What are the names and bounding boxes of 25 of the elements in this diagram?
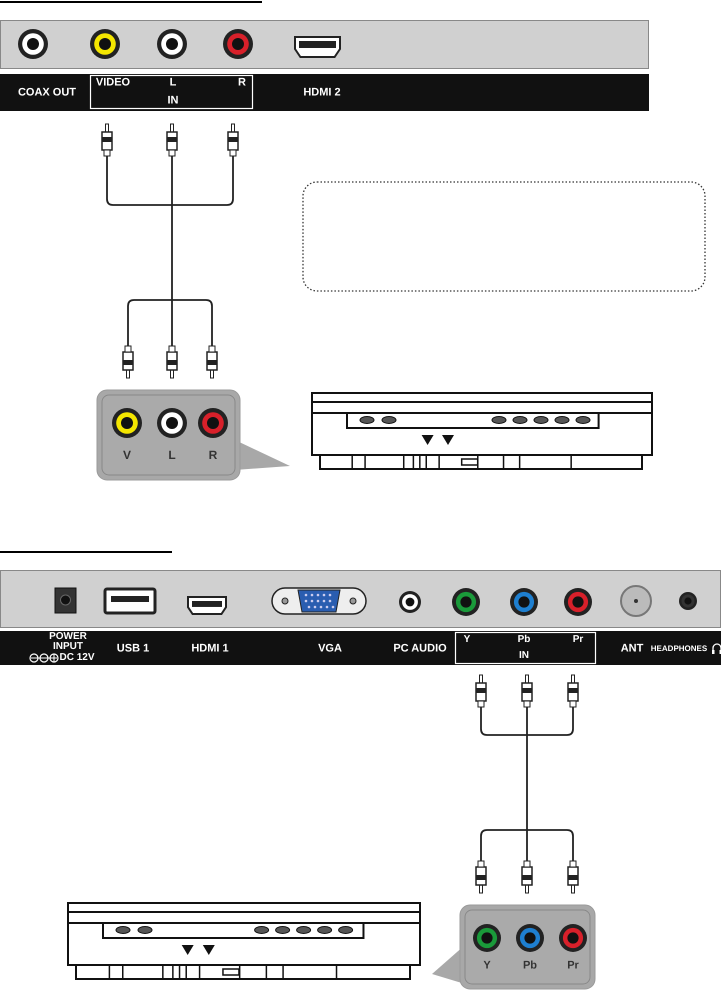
port-label: VGA <box>318 644 342 654</box>
group-label: IN <box>519 651 529 661</box>
jack-label: L <box>168 449 176 461</box>
group-label: IN <box>168 96 178 106</box>
port-label: HDMI 1 <box>191 644 229 654</box>
port-label: L <box>170 78 176 88</box>
jack-label: Pb <box>522 960 538 972</box>
port-label: Y <box>464 635 470 645</box>
port-label: R <box>238 78 246 88</box>
port-label: USB 1 <box>116 644 150 654</box>
jack-label: Pr <box>567 960 579 972</box>
port-label: INPUT <box>53 642 83 652</box>
port-label: VIDEO <box>96 78 130 88</box>
voltage-label: DC 12V <box>60 653 94 663</box>
jack-label: Y <box>483 960 491 972</box>
port-label: Pr <box>572 635 584 645</box>
port-label: POWER <box>49 632 87 642</box>
port-label: HDMI 2 <box>303 88 341 98</box>
jack-label: R <box>208 449 218 461</box>
jack-label: V <box>123 449 131 461</box>
port-label: HEADPHONES <box>650 645 708 653</box>
port-label: ANT <box>620 644 644 654</box>
port-label: PC AUDIO <box>393 644 447 654</box>
port-label: COAX OUT <box>18 88 76 98</box>
port-label: Pb <box>518 635 530 645</box>
